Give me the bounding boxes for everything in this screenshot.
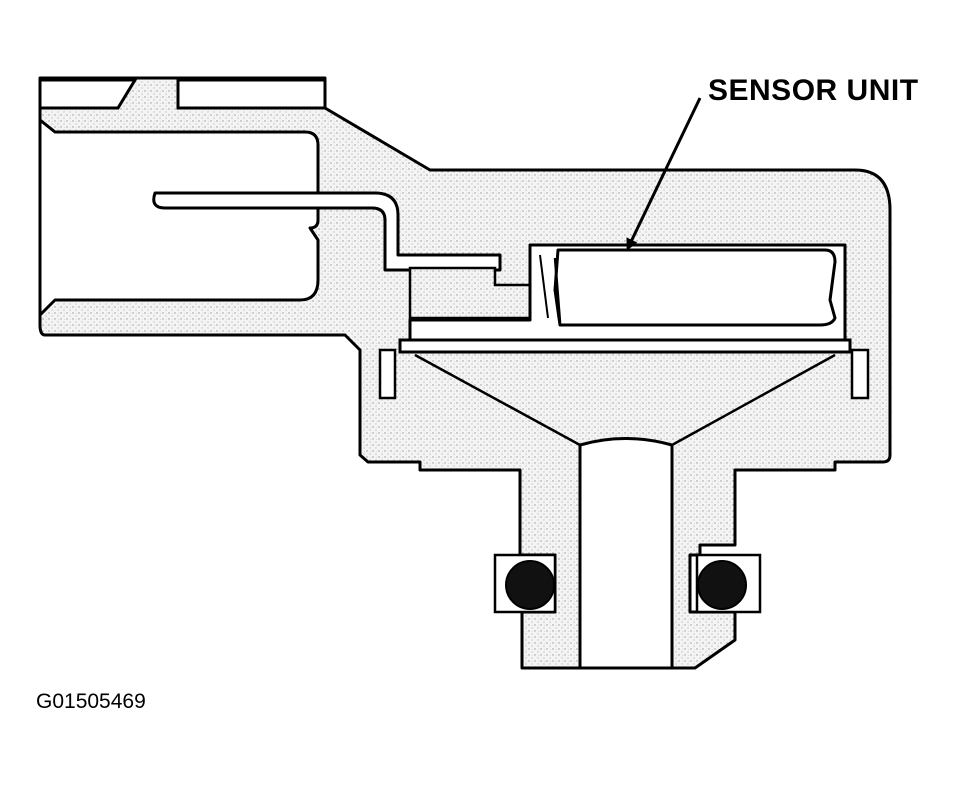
left-groove [378, 348, 397, 400]
diaphragm-plate [398, 338, 852, 354]
terminal-pin [152, 191, 502, 272]
figure-id-label: G01505469 [36, 690, 146, 713]
sensor-unit-label: SENSOR UNIT [708, 74, 919, 107]
sensor-chip-bracket [539, 254, 549, 319]
connector-cavity [38, 118, 320, 317]
sensor-chip-edge-left [553, 257, 562, 323]
connector-top-slot [176, 78, 327, 110]
callout-arrow [626, 97, 702, 251]
o-ring-left [505, 560, 555, 610]
connector-top-notch [38, 78, 138, 110]
right-groove [850, 348, 870, 400]
o-ring-right [697, 560, 747, 610]
funnel-line-left [414, 353, 581, 447]
sensor-unit-chip [553, 248, 837, 327]
funnel-line-right [671, 353, 836, 447]
port-bore [578, 437, 674, 670]
